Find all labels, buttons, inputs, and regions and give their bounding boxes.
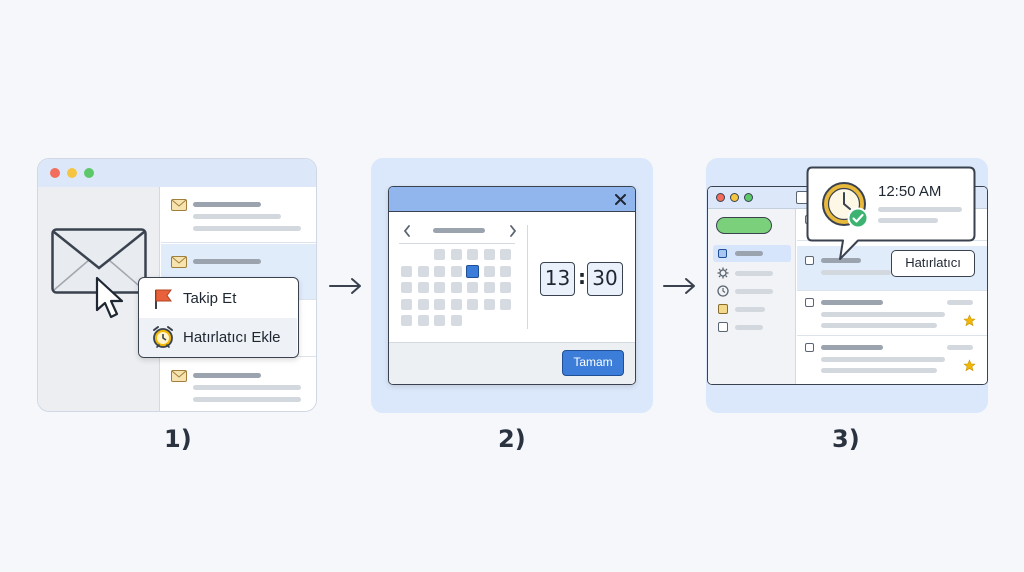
list-item[interactable] (797, 337, 987, 384)
calendar-divider (399, 243, 515, 244)
dialog-titlebar (389, 187, 635, 212)
calendar-day-cell[interactable] (434, 265, 445, 277)
checkbox-icon (718, 322, 728, 332)
panel-divider (527, 225, 528, 329)
clock-icon (717, 285, 729, 297)
calendar-day-cell[interactable] (417, 298, 429, 310)
calendar-day-cell[interactable] (483, 282, 495, 293)
calendar-day-cell[interactable] (434, 249, 445, 260)
close-icon[interactable] (615, 194, 626, 205)
time-separator: : (578, 265, 586, 289)
reminder-time: 12:50 AM (878, 183, 942, 200)
envelope-icon (51, 228, 147, 294)
reminder-tag-label: Hatırlatıcı (905, 255, 961, 270)
month-label (433, 228, 485, 233)
sidebar (708, 209, 796, 384)
ok-button-label: Tamam (573, 355, 613, 369)
checkbox[interactable] (805, 343, 814, 352)
chevron-left-icon[interactable] (403, 225, 411, 237)
checkbox[interactable] (805, 256, 814, 265)
menu-item-follow[interactable]: Takip Et (139, 278, 297, 318)
step1-label: 1) (164, 425, 192, 453)
hours-field[interactable]: 13 (540, 262, 575, 296)
minutes-value: 30 (592, 266, 618, 290)
calendar-day-cell[interactable] (467, 282, 478, 293)
context-menu: Takip Et Hatırlatıcı Ekle (138, 277, 299, 358)
mail-icon (171, 199, 187, 211)
step2-label: 2) (498, 425, 526, 453)
alarm-clock-icon (153, 326, 173, 348)
reminder-detail-line (878, 218, 938, 223)
checkbox[interactable] (805, 298, 814, 307)
calendar-grid (401, 249, 521, 331)
step3-label: 3) (832, 425, 860, 453)
reminder-tag: Hatırlatıcı (891, 250, 975, 277)
calendar-day-cell[interactable] (500, 249, 511, 260)
sidebar-item[interactable] (713, 265, 791, 281)
check-icon (847, 207, 869, 229)
flag-icon (155, 289, 172, 309)
mail-icon (171, 256, 187, 268)
calendar-day-cell[interactable] (483, 265, 495, 277)
calendar-day-cell[interactable] (450, 298, 462, 310)
sidebar-item[interactable] (713, 319, 791, 335)
calendar-day-cell[interactable] (401, 315, 412, 326)
mail-icon (171, 370, 187, 382)
sidebar-item-inbox[interactable] (713, 245, 791, 262)
chevron-right-icon[interactable] (509, 225, 517, 237)
arrow-right-icon (329, 278, 361, 294)
minutes-field[interactable]: 30 (587, 262, 623, 296)
calendar-day-cell[interactable] (401, 265, 412, 277)
close-window-dot[interactable] (50, 168, 60, 178)
sidebar-item[interactable] (713, 283, 791, 299)
list-item[interactable] (161, 358, 316, 411)
star-icon[interactable] (963, 359, 976, 372)
reminder-detail-line (878, 207, 962, 212)
calendar-day-cell[interactable] (434, 282, 445, 293)
calendar-day-cell[interactable] (434, 298, 445, 310)
ok-button[interactable]: Tamam (562, 350, 624, 376)
gear-icon (717, 267, 729, 279)
menu-item-add-reminder[interactable]: Hatırlatıcı Ekle (139, 318, 297, 357)
calendar-day-cell[interactable] (467, 249, 478, 260)
maximize-window-dot[interactable] (84, 168, 94, 178)
calendar-day-cell[interactable] (434, 315, 445, 326)
calendar-day-cell[interactable] (450, 265, 462, 277)
calendar-day-cell[interactable] (500, 298, 511, 310)
calendar-day-cell[interactable] (417, 315, 429, 326)
calendar-day-cell[interactable] (483, 298, 495, 310)
window-titlebar (38, 159, 316, 187)
maximize-window-dot[interactable] (744, 193, 753, 202)
calendar-day-cell[interactable] (417, 282, 429, 293)
folder-icon (718, 304, 728, 314)
calendar-day-cell[interactable] (500, 265, 511, 277)
calendar-day-cell[interactable] (401, 282, 412, 293)
mouse-pointer-icon (95, 276, 124, 319)
sidebar-item[interactable] (713, 301, 791, 317)
star-icon[interactable] (963, 314, 976, 327)
calendar-day-cell[interactable] (450, 249, 462, 260)
calendar-day-cell[interactable] (417, 265, 429, 277)
compose-button[interactable] (716, 217, 772, 234)
calendar-day-cell[interactable] (450, 315, 462, 326)
calendar-day-cell[interactable] (466, 264, 479, 278)
close-window-dot[interactable] (716, 193, 725, 202)
list-item[interactable] (797, 292, 987, 336)
inbox-icon (718, 249, 727, 258)
calendar-day-cell[interactable] (401, 298, 412, 310)
minimize-window-dot[interactable] (730, 193, 739, 202)
menu-item-follow-label: Takip Et (183, 290, 237, 307)
calendar-day-cell[interactable] (450, 282, 462, 293)
list-item[interactable] (161, 187, 316, 243)
calendar-day-cell[interactable] (483, 249, 495, 260)
date-time-dialog: 13 : 30 Tamam (388, 186, 636, 385)
calendar-day-cell[interactable] (467, 298, 478, 310)
minimize-window-dot[interactable] (67, 168, 77, 178)
hours-value: 13 (544, 266, 571, 290)
calendar-day-cell[interactable] (500, 282, 511, 293)
menu-item-add-reminder-label: Hatırlatıcı Ekle (183, 329, 281, 346)
arrow-right-icon (663, 278, 695, 294)
